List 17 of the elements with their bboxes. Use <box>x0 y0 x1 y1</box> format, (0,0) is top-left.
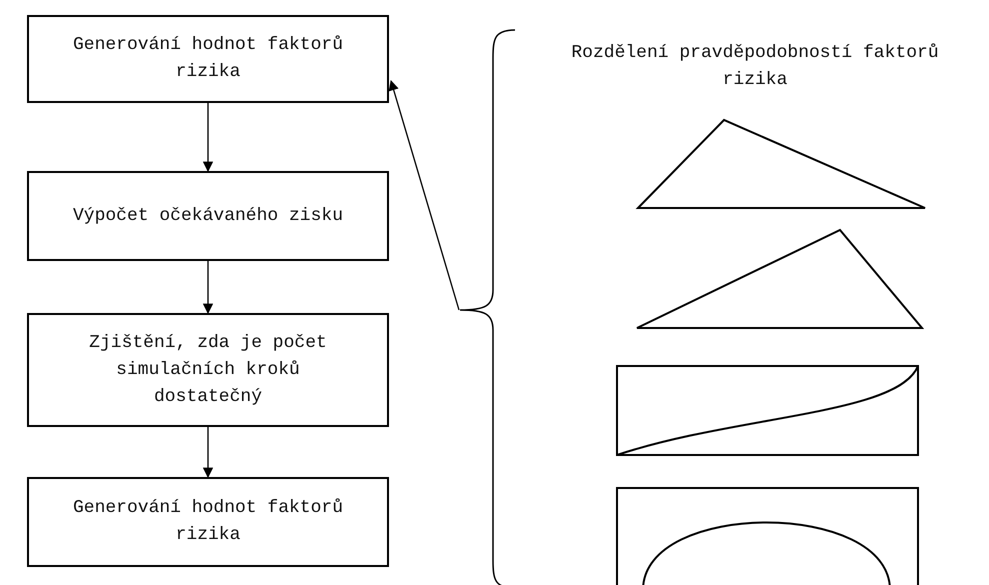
distribution-shape <box>617 366 918 455</box>
arrow <box>388 80 460 310</box>
process-box <box>27 15 389 103</box>
arrow <box>202 427 214 478</box>
process-box <box>27 313 389 427</box>
process-box <box>27 477 389 567</box>
box-text: Zjištění, zda je počet simulačních kroků dostatečný <box>88 332 328 408</box>
arrow <box>202 103 214 172</box>
box-text: Generování hodnot faktorů rizika <box>72 497 344 547</box>
distribution-shape <box>637 230 922 328</box>
distribution-shape <box>617 488 918 585</box>
arrow <box>202 261 214 314</box>
distribution-shape <box>638 120 925 208</box>
process-box <box>27 171 389 261</box>
group-heading: Rozdělení pravděpodobností faktorů rizika <box>570 42 940 92</box>
box-text: Výpočet očekávaného zisku <box>72 204 344 228</box>
box-text: Generování hodnot faktorů rizika <box>72 34 344 84</box>
